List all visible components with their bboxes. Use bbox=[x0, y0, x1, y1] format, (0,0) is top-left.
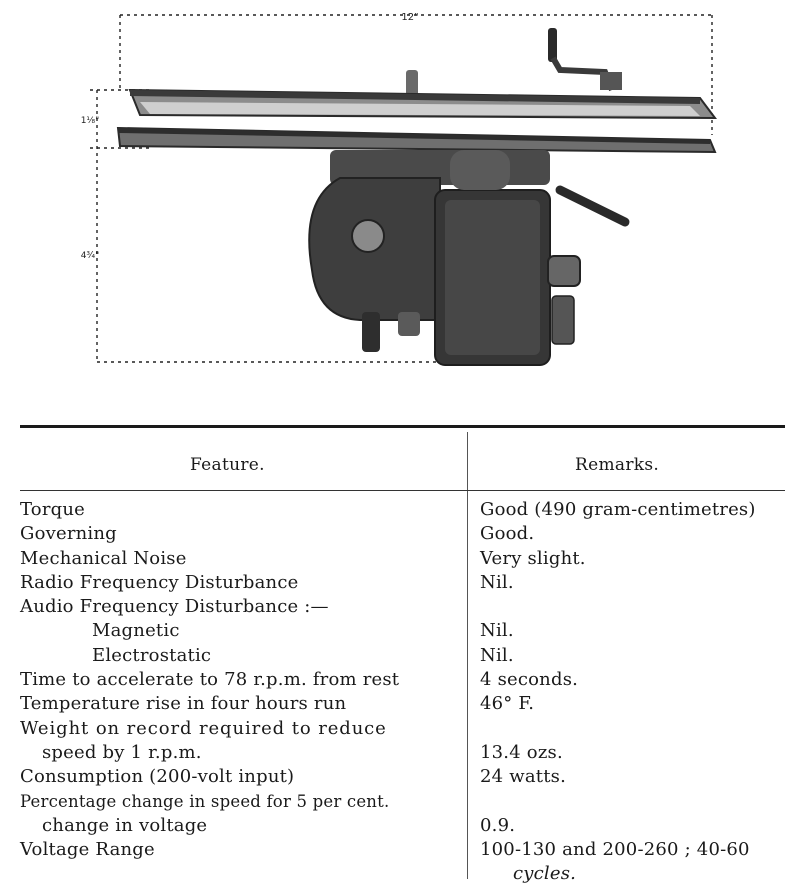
table-row: speed by 1 r.p.m. 13.4 ozs. bbox=[20, 741, 800, 765]
dim-width-label: 12" bbox=[401, 12, 418, 23]
table-row: Percentage change in speed for 5 per cen… bbox=[20, 790, 800, 814]
table-row: Torque Good (490 gram-centimetres) bbox=[20, 498, 800, 522]
feature-cell: Temperature rise in four hours run bbox=[20, 693, 347, 715]
table-row: Temperature rise in four hours run 46° F. bbox=[20, 692, 800, 716]
feature-cell: Torque bbox=[20, 499, 86, 520]
table-row: cycles. bbox=[20, 862, 800, 886]
remark-cell: 46° F. bbox=[480, 693, 535, 715]
remark-cell: Good. bbox=[480, 523, 535, 545]
remark-cell: 4 seconds. bbox=[480, 669, 579, 691]
remark-cell: 0.9. bbox=[480, 814, 516, 836]
header-feature: Feature. bbox=[190, 455, 265, 475]
crank-handle bbox=[548, 28, 622, 92]
remark-cell: 24 watts. bbox=[480, 766, 566, 788]
table-row: Governing Good. bbox=[20, 522, 800, 546]
feature-cell: Audio Frequency Disturbance :— bbox=[20, 596, 329, 618]
table-top-rule bbox=[20, 425, 785, 428]
feature-cell: Consumption (200-volt input) bbox=[20, 766, 295, 788]
feature-cell: change in voltage bbox=[42, 814, 208, 836]
table-row: Electrostatic Nil. bbox=[20, 644, 800, 668]
table-row: Magnetic Nil. bbox=[20, 619, 800, 643]
header-remarks: Remarks. bbox=[575, 455, 660, 475]
feature-cell: Voltage Range bbox=[20, 839, 155, 861]
column-separator bbox=[467, 432, 468, 879]
table-row: Voltage Range 100-130 and 200-260 ; 40-60 bbox=[20, 838, 800, 862]
table-row: Radio Frequency Disturbance Nil. bbox=[20, 571, 800, 595]
table-row: Consumption (200-volt input) 24 watts. bbox=[20, 765, 800, 789]
table-row: Audio Frequency Disturbance :— bbox=[20, 595, 800, 619]
table-row: Time to accelerate to 78 r.p.m. from res… bbox=[20, 668, 800, 692]
motor-figure: 12" 1⅛" 4¾" bbox=[81, 12, 718, 366]
remark-cell: 13.4 ozs. bbox=[480, 741, 563, 763]
spindle bbox=[406, 70, 418, 98]
feature-cell: Magnetic bbox=[92, 620, 180, 642]
feature-cell: Percentage change in speed for 5 per cen… bbox=[20, 791, 390, 811]
feature-cell: Electrostatic bbox=[92, 644, 212, 666]
table-row: Mechanical Noise Very slight. bbox=[20, 547, 800, 571]
remark-cell: Very slight. bbox=[480, 547, 586, 569]
feature-cell: Governing bbox=[20, 523, 117, 545]
remark-cell: 100-130 and 200-260 ; 40-60 bbox=[480, 839, 750, 861]
remark-cell: Good (490 gram-centimetres) bbox=[480, 499, 756, 520]
feature-cell: Time to accelerate to 78 r.p.m. from res… bbox=[20, 669, 400, 691]
feature-cell: Weight on record required to reduce bbox=[20, 717, 387, 739]
dim-height-top-label: 1⅛" bbox=[81, 116, 100, 126]
table-body: Torque Good (490 gram-centimetres) Govern… bbox=[20, 498, 800, 887]
table-row: change in voltage 0.9. bbox=[20, 814, 800, 838]
table-row: Weight on record required to reduce bbox=[20, 717, 800, 741]
motor-body bbox=[308, 150, 630, 366]
feature-cell: speed by 1 r.p.m. bbox=[42, 741, 202, 763]
feature-cell: Radio Frequency Disturbance bbox=[20, 571, 299, 593]
turntable-plate bbox=[116, 88, 718, 154]
dim-height-main-label: 4¾" bbox=[81, 251, 100, 261]
remark-cell: Nil. bbox=[480, 571, 514, 593]
remark-cell: cycles. bbox=[513, 863, 577, 885]
table-header-rule bbox=[20, 490, 785, 491]
feature-cell: Mechanical Noise bbox=[20, 547, 187, 569]
remark-cell: Nil. bbox=[480, 620, 514, 642]
remark-cell: Nil. bbox=[480, 644, 514, 666]
